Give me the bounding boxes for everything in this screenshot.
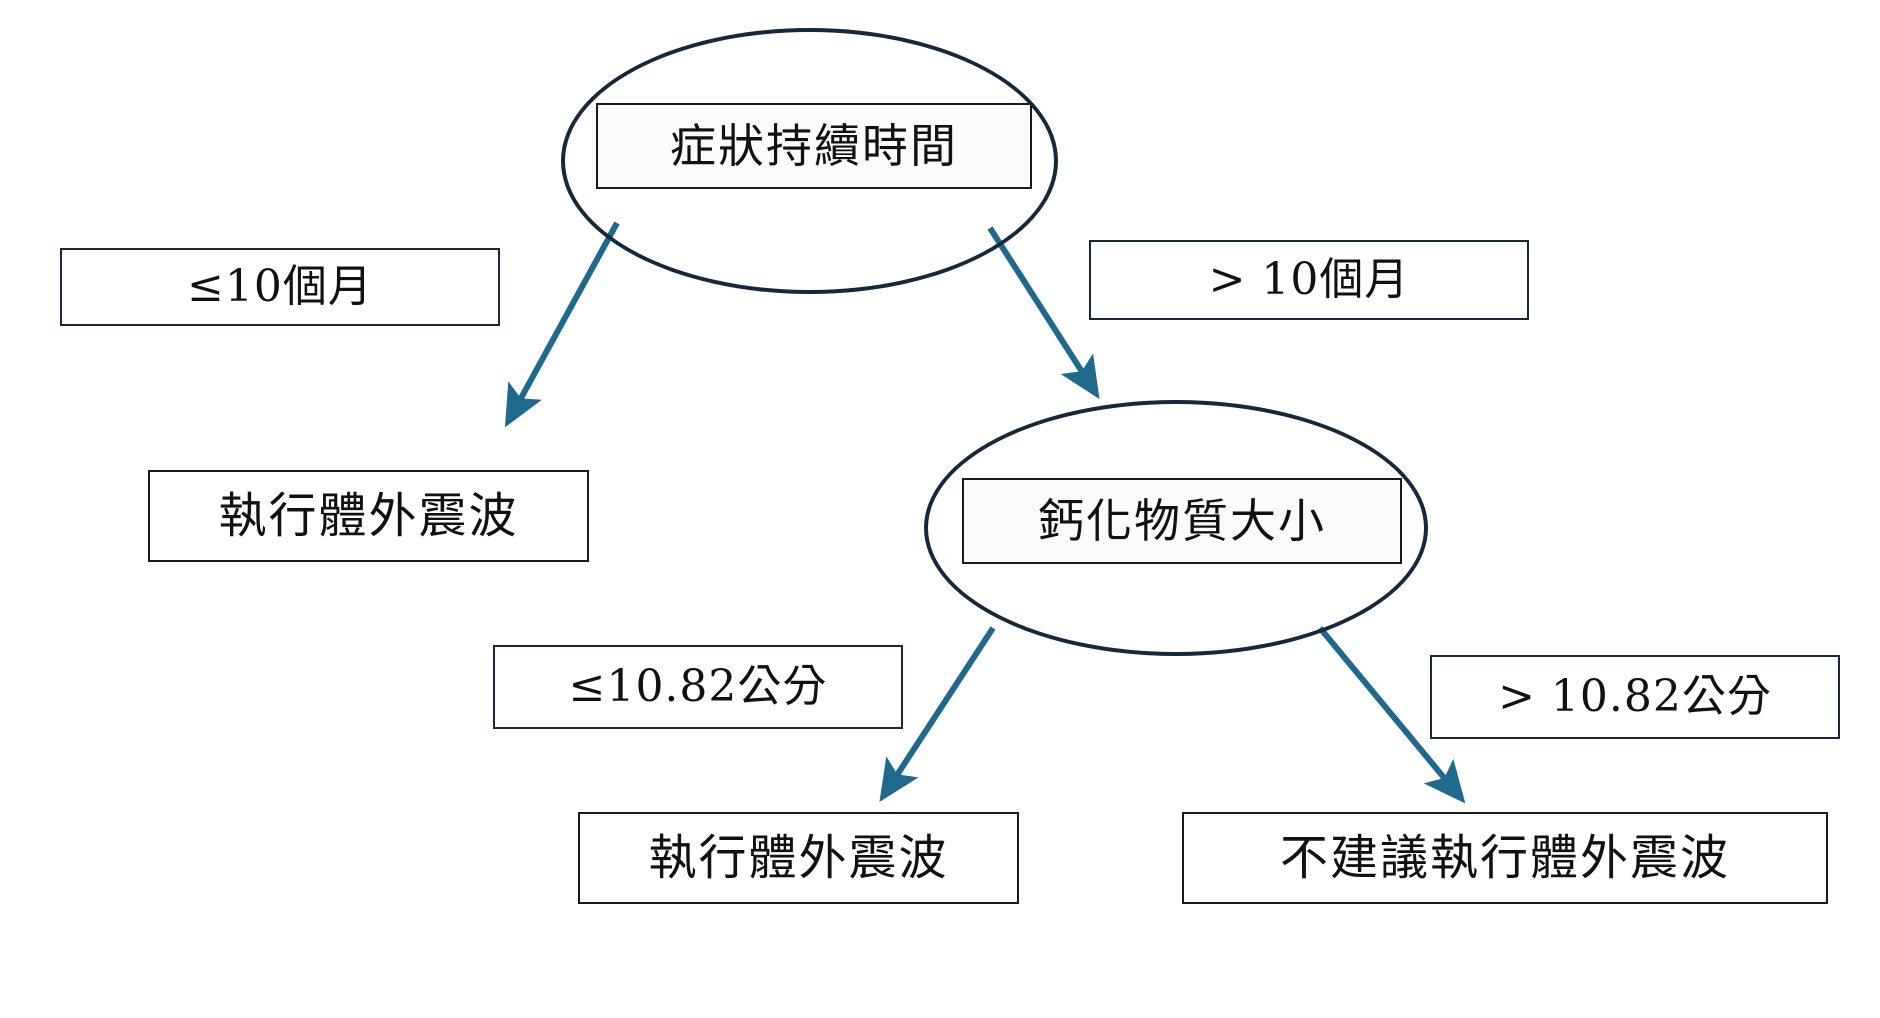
node-calcification-size-label-box[interactable]: 鈣化物質大小 <box>962 478 1402 564</box>
leaf-node-middle-label: 執行體外震波 <box>648 830 949 886</box>
edge-root-to-left-leaf <box>504 221 620 428</box>
leaf-node-middle[interactable]: 執行體外震波 <box>578 812 1019 904</box>
node-symptom-duration-label: 症狀持續時間 <box>670 119 958 173</box>
node-symptom-duration-label-box[interactable]: 症狀持續時間 <box>596 103 1032 189</box>
node-calcification-size-ellipse[interactable] <box>924 400 1428 656</box>
edge-label-second-left[interactable]: ≤10.82公分 <box>493 645 903 729</box>
node-symptom-duration-ellipse[interactable] <box>561 28 1058 294</box>
leaf-node-left-label: 執行體外震波 <box>218 488 519 544</box>
leaf-node-right[interactable]: 不建議執行體外震波 <box>1182 812 1828 904</box>
edge-label-second-left-text: ≤10.82公分 <box>568 661 828 712</box>
edge-label-root-left[interactable]: ≤10個月 <box>60 248 500 326</box>
edge-root-to-second-node <box>987 226 1100 400</box>
leaf-node-left[interactable]: 執行體外震波 <box>148 470 589 562</box>
edge-label-second-right[interactable]: > 10.82公分 <box>1430 655 1840 739</box>
leaf-node-right-label: 不建議執行體外震波 <box>1279 830 1730 886</box>
edge-label-second-right-text: > 10.82公分 <box>1498 671 1772 722</box>
edge-label-root-right-text: > 10個月 <box>1208 254 1410 305</box>
node-calcification-size-label: 鈣化物質大小 <box>1038 494 1326 548</box>
edge-label-root-right[interactable]: > 10個月 <box>1089 240 1529 320</box>
edge-label-root-left-text: ≤10個月 <box>187 261 373 312</box>
